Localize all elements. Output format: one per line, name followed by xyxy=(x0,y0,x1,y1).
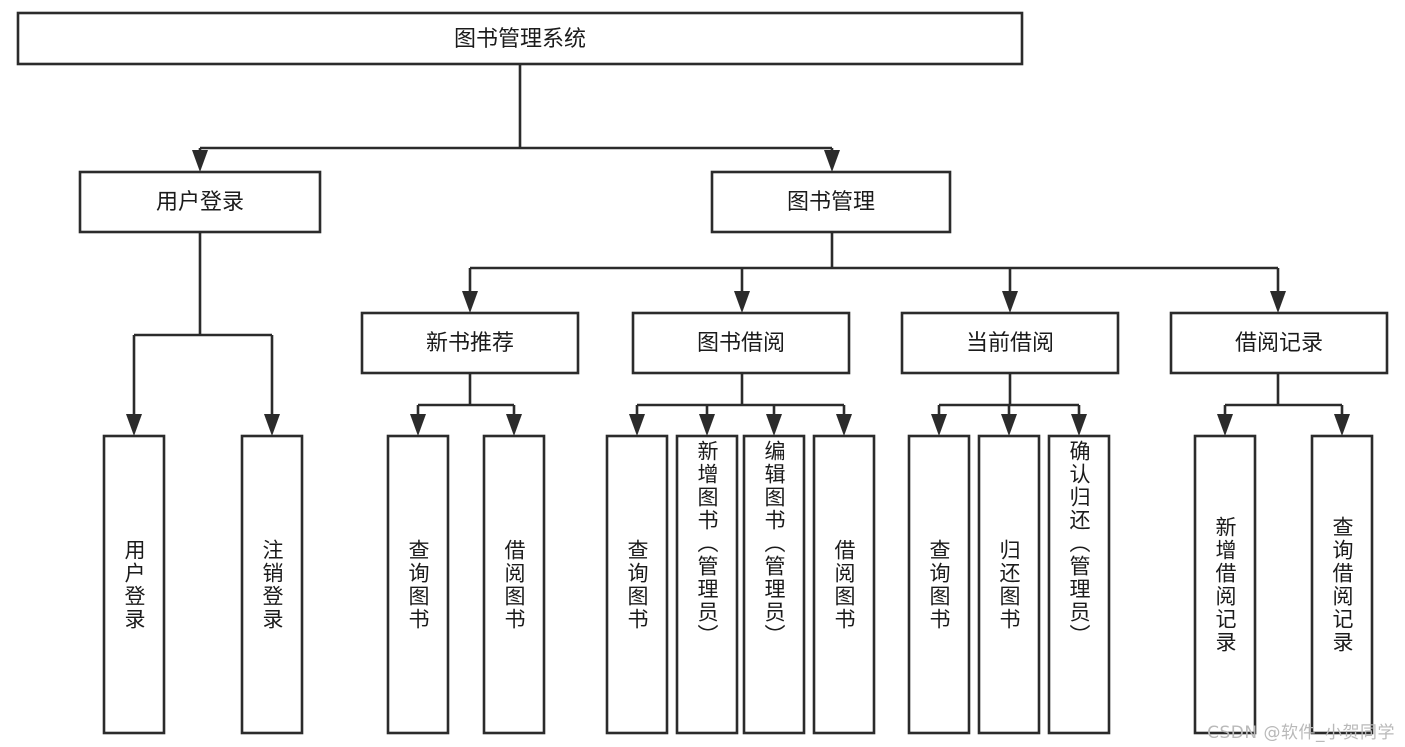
leaf-box-add-record[interactable] xyxy=(1193,434,1257,735)
node-user-login[interactable]: 用户登录 xyxy=(78,170,322,234)
connector-newbook-to-leaves xyxy=(410,373,522,436)
node-book-borrow[interactable]: 图书借阅 xyxy=(631,311,851,375)
leaf-box-query-record[interactable] xyxy=(1310,434,1374,735)
connector-login-to-leaves xyxy=(126,232,280,436)
leaf-box-query-book-2[interactable] xyxy=(605,434,669,735)
node-root-label: 图书管理系统 xyxy=(454,27,586,52)
leaf-box-user-login[interactable] xyxy=(102,434,166,735)
node-book-borrow-label: 图书借阅 xyxy=(697,331,785,356)
node-current-borrow-label: 当前借阅 xyxy=(966,331,1054,356)
watermark-text: CSDN @软件_小贺同学 xyxy=(1207,723,1395,743)
connector-borrow-to-leaves xyxy=(629,373,852,436)
connector-current-to-leaves xyxy=(931,373,1087,436)
leaf-box-confirm-return[interactable] xyxy=(1047,434,1111,735)
leaf-box-add-book[interactable] xyxy=(675,434,739,735)
node-current-borrow[interactable]: 当前借阅 xyxy=(900,311,1120,375)
node-borrow-records[interactable]: 借阅记录 xyxy=(1169,311,1389,375)
leaf-box-borrow-book-2[interactable] xyxy=(812,434,876,735)
node-borrow-records-label: 借阅记录 xyxy=(1235,331,1323,356)
leaf-box-borrow-book-1[interactable] xyxy=(482,434,546,735)
leaf-box-return-book[interactable] xyxy=(977,434,1041,735)
connector-records-to-leaves xyxy=(1217,373,1350,436)
node-root[interactable]: 图书管理系统 xyxy=(16,11,1024,66)
node-new-book-recommend-label: 新书推荐 xyxy=(426,331,514,356)
node-book-management[interactable]: 图书管理 xyxy=(710,170,952,234)
connector-bookmgmt-to-level3 xyxy=(462,232,1286,313)
leaf-box-query-book-3[interactable] xyxy=(907,434,971,735)
connector-root-to-level2 xyxy=(192,64,840,172)
leaf-box-user-logout[interactable] xyxy=(240,434,304,735)
node-new-book-recommend[interactable]: 新书推荐 xyxy=(360,311,580,375)
leaf-box-query-book-1[interactable] xyxy=(386,434,450,735)
node-book-management-label: 图书管理 xyxy=(787,190,875,215)
leaf-box-edit-book[interactable] xyxy=(742,434,806,735)
node-user-login-label: 用户登录 xyxy=(156,190,244,215)
